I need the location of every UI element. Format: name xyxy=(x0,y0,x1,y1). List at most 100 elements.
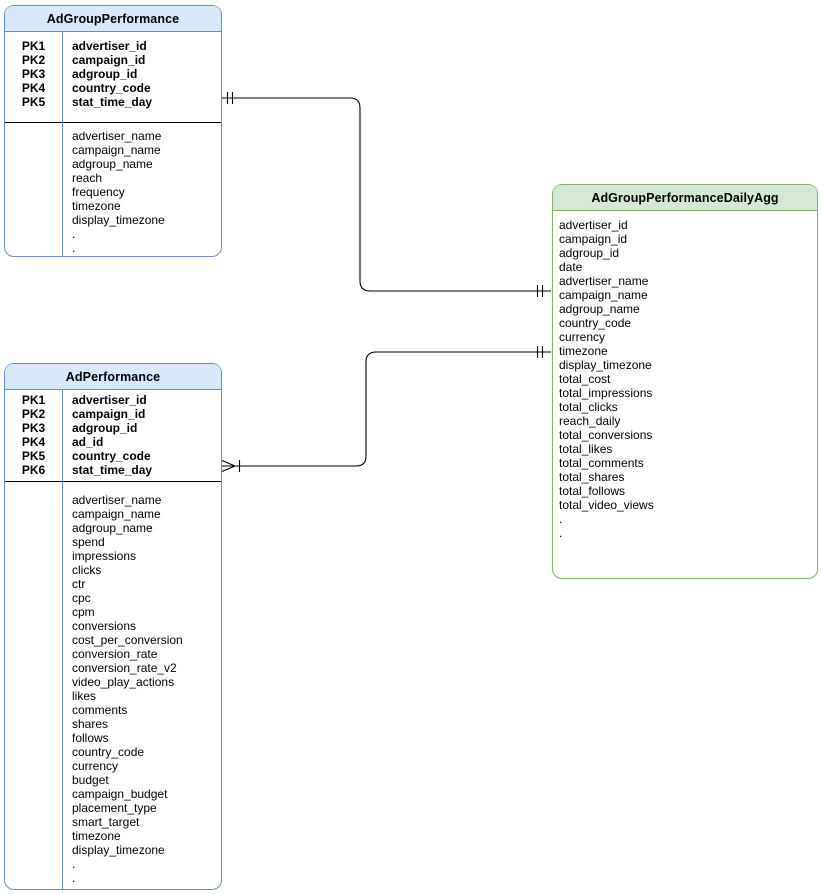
primary-key-row: PK5 stat_time_day xyxy=(5,95,221,109)
field-section: advertiser_name campaign_name adgroup_na… xyxy=(5,482,221,885)
field-row: adgroup_name xyxy=(5,521,221,535)
field-row: cost_per_conversion xyxy=(5,633,221,647)
field-row: currency xyxy=(5,759,221,773)
primary-key-row: PK2 campaign_id xyxy=(5,407,221,421)
field-name: total_video_views xyxy=(559,498,654,512)
field-row: total_shares xyxy=(553,470,817,484)
one-and-only-one-marker xyxy=(536,285,544,297)
field-row: timezone xyxy=(553,344,817,358)
field-name: adgroup_id xyxy=(559,246,620,260)
field-row: total_likes xyxy=(553,442,817,456)
pk-field-name: stat_time_day xyxy=(72,463,153,477)
field-name: total_shares xyxy=(559,470,625,484)
field-row: smart_target xyxy=(5,815,221,829)
pk-badge: PK5 xyxy=(21,95,46,109)
pk-badge: PK2 xyxy=(21,407,46,421)
field-row: total_conversions xyxy=(553,428,817,442)
field-name: campaign_name xyxy=(72,507,161,521)
field-name: reach_daily xyxy=(559,414,621,428)
field-name: cost_per_conversion xyxy=(72,633,183,647)
field-row: total_cost xyxy=(553,372,817,386)
section-divider xyxy=(5,122,221,123)
field-row: date xyxy=(553,260,817,274)
field-row: country_code xyxy=(553,316,817,330)
field-row: campaign_name xyxy=(553,288,817,302)
field-name: total_comments xyxy=(559,456,644,470)
pk-field-name: country_code xyxy=(72,81,151,95)
field-row: likes xyxy=(5,689,221,703)
pk-field-name: country_code xyxy=(72,449,151,463)
field-row: impressions xyxy=(5,549,221,563)
field-name: video_play_actions xyxy=(72,675,175,689)
field-name: impressions xyxy=(72,549,137,563)
field-row: . xyxy=(5,857,221,871)
field-row: total_follows xyxy=(553,484,817,498)
table-title: AdGroupPerformance xyxy=(46,11,180,26)
section-divider xyxy=(5,481,221,482)
field-name: country_code xyxy=(72,745,145,759)
field-row: campaign_id xyxy=(553,232,817,246)
table-body: advertiser_id campaign_id adgroup_id dat… xyxy=(553,211,817,578)
field-row: spend xyxy=(5,535,221,549)
field-row: display_timezone xyxy=(553,358,817,372)
primary-key-row: PK2 campaign_id xyxy=(5,53,221,67)
field-name: adgroup_name xyxy=(559,302,640,316)
field-name: budget xyxy=(72,773,109,787)
field-name: follows xyxy=(72,731,109,745)
pk-field-name: campaign_id xyxy=(72,53,146,67)
field-name: conversion_rate xyxy=(72,647,158,661)
field-name: conversions xyxy=(72,619,137,633)
field-name: country_code xyxy=(559,316,632,330)
field-row: ctr xyxy=(5,577,221,591)
field-name: advertiser_name xyxy=(72,129,162,143)
field-name: frequency xyxy=(72,185,125,199)
field-name: adgroup_name xyxy=(72,521,153,535)
primary-key-row: PK4 country_code xyxy=(5,81,221,95)
field-name: display_timezone xyxy=(72,213,165,227)
entity-table-adgroupperformance: AdGroupPerformance PK1 advertiser_id PK2… xyxy=(4,5,222,257)
field-name: . xyxy=(559,526,563,540)
pk-field-name: adgroup_id xyxy=(72,67,138,81)
field-name: conversion_rate_v2 xyxy=(72,661,177,675)
primary-key-section: PK1 advertiser_id PK2 campaign_id PK3 ad… xyxy=(5,32,221,122)
primary-key-row: PK5 country_code xyxy=(5,449,221,463)
primary-key-row: PK3 adgroup_id xyxy=(5,67,221,81)
one-and-only-one-marker xyxy=(226,92,234,104)
field-row: total_clicks xyxy=(553,400,817,414)
field-row: follows xyxy=(5,731,221,745)
field-name: campaign_name xyxy=(559,288,648,302)
field-row: advertiser_name xyxy=(5,493,221,507)
table-title: AdGroupPerformanceDailyAgg xyxy=(591,190,779,205)
field-row: total_impressions xyxy=(553,386,817,400)
field-row: conversions xyxy=(5,619,221,633)
crow-foot-many-marker xyxy=(221,459,241,473)
field-row: timezone xyxy=(5,829,221,843)
field-row: campaign_name xyxy=(5,143,221,157)
field-name: placement_type xyxy=(72,801,157,815)
field-name: cpm xyxy=(72,605,95,619)
field-row: country_code xyxy=(5,745,221,759)
pk-badge: PK3 xyxy=(21,67,46,81)
field-name: adgroup_name xyxy=(72,157,153,171)
field-name: advertiser_name xyxy=(72,493,162,507)
field-row: cpm xyxy=(5,605,221,619)
field-name: total_follows xyxy=(559,484,626,498)
field-row: video_play_actions xyxy=(5,675,221,689)
field-name: display_timezone xyxy=(559,358,652,372)
field-name: ctr xyxy=(72,577,86,591)
field-row: timezone xyxy=(5,199,221,213)
field-name: advertiser_name xyxy=(559,274,649,288)
field-row: budget xyxy=(5,773,221,787)
field-row: cpc xyxy=(5,591,221,605)
pk-badge: PK1 xyxy=(21,393,46,407)
table-header: AdGroupPerformance xyxy=(5,6,221,32)
field-row: reach xyxy=(5,171,221,185)
pk-field-name: stat_time_day xyxy=(72,95,153,109)
field-name: currency xyxy=(559,330,606,344)
field-name: date xyxy=(559,260,583,274)
field-name: . xyxy=(72,227,76,241)
field-row: currency xyxy=(553,330,817,344)
field-row: adgroup_name xyxy=(5,157,221,171)
pk-field-name: ad_id xyxy=(72,435,104,449)
